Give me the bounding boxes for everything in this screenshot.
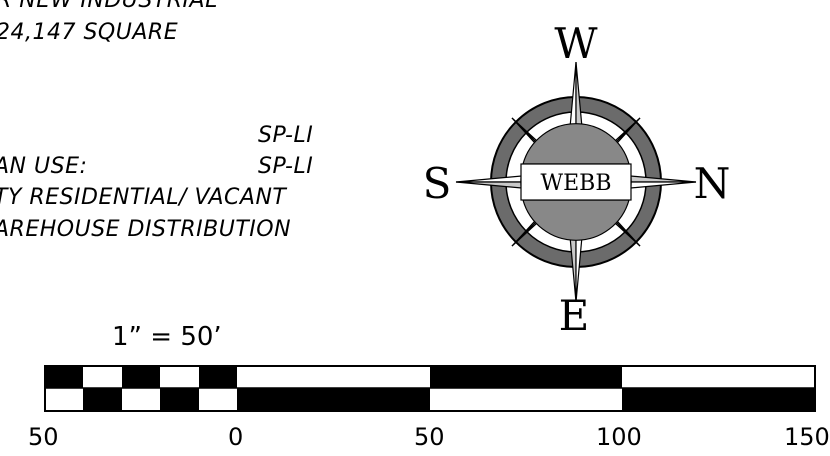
scale-bar <box>44 365 816 412</box>
note-line: SP-LI <box>258 154 314 179</box>
compass-left-label: S <box>423 159 452 208</box>
compass-right-label: N <box>694 159 731 208</box>
note-line: 24,147 SQUARE <box>0 20 179 45</box>
note-line: AN USE: <box>0 154 88 179</box>
compass-bottom-label: E <box>559 291 590 340</box>
note-line: R NEW INDUSTRIAL <box>0 0 218 13</box>
scale-tick-label: 150 <box>784 423 830 451</box>
compass-center-disc: WEBB <box>520 123 632 241</box>
compass-center-label: WEBB <box>540 171 611 196</box>
compass-top-label: W <box>554 19 598 68</box>
note-line: SP-LI <box>258 123 314 148</box>
scale-tick-label: 0 <box>228 423 244 451</box>
scale-title: 1” = 50’ <box>112 322 222 352</box>
scale-tick-label: 50 <box>28 423 59 451</box>
compass-rose: WEBB W E S N <box>423 19 731 340</box>
note-line: TY RESIDENTIAL/ VACANT <box>0 185 287 210</box>
scale-tick-label: 100 <box>596 423 642 451</box>
note-line: AREHOUSE DISTRIBUTION <box>0 217 292 242</box>
scale-tick-label: 50 <box>414 423 445 451</box>
